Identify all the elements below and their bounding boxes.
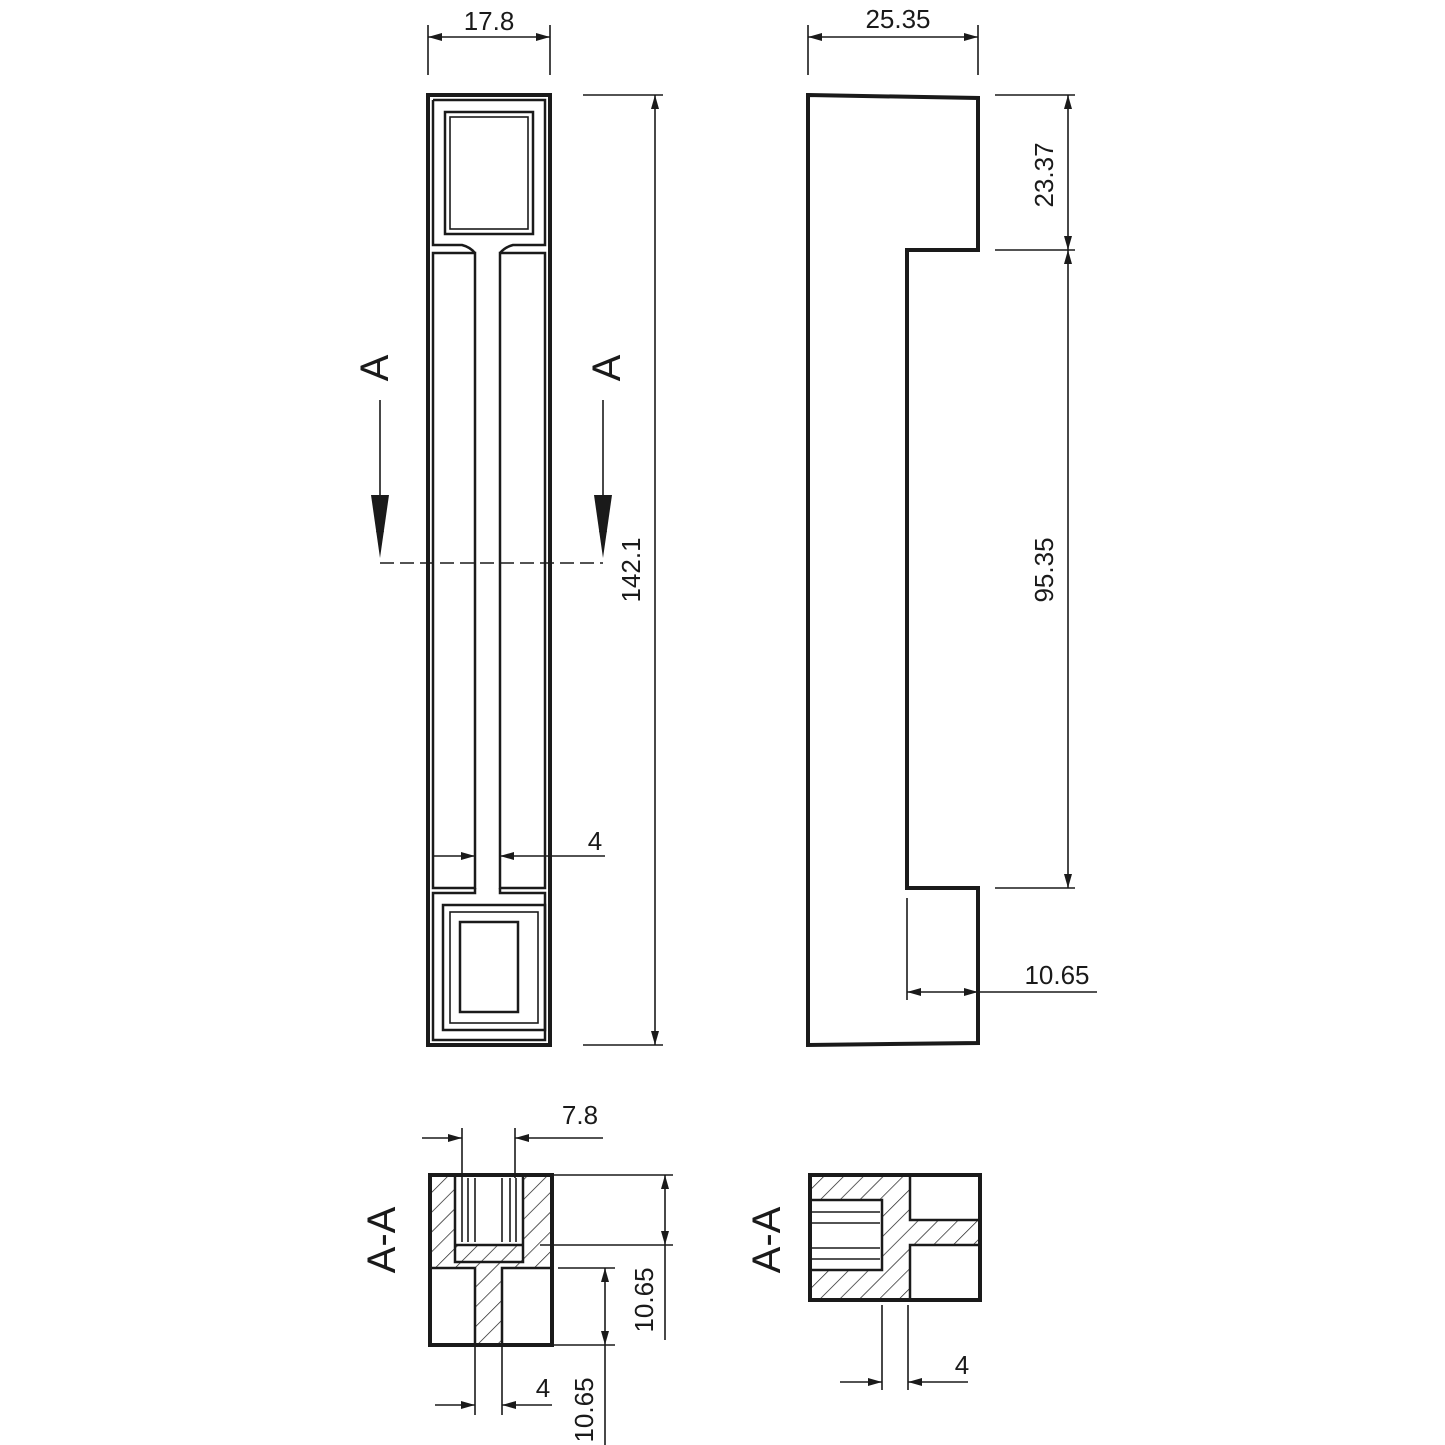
- section-label: A-A: [360, 1206, 404, 1273]
- section-a-a-front: A-A 7.8 10.65 10.65 4: [360, 1100, 673, 1445]
- section-a-a-side: A-A 4: [745, 1173, 982, 1390]
- section-mark-left: A: [353, 354, 397, 381]
- dim-top-offset: 23.37: [1029, 142, 1059, 207]
- dim-section-web: 4: [536, 1373, 550, 1403]
- dim-length: 142.1: [616, 537, 646, 602]
- dim-slot-depth: 10.65: [1024, 960, 1089, 990]
- section-label-2: A-A: [745, 1206, 789, 1273]
- dim-bore: 7.8: [562, 1100, 598, 1130]
- dim-slot-length: 95.35: [1029, 537, 1059, 602]
- section-mark-right: A: [585, 354, 629, 381]
- dim-web: 4: [588, 826, 602, 856]
- side-view: 25.35 23.37 95.35 10.65: [806, 4, 1097, 1048]
- dim-width: 17.8: [464, 6, 515, 36]
- dim-section2-web: 4: [955, 1350, 969, 1380]
- dim-height-lower: 10.65: [569, 1377, 599, 1442]
- front-view: A A 17.8 142.1 4: [353, 6, 663, 1047]
- dim-height-upper: 10.65: [629, 1267, 659, 1332]
- dim-side-width: 25.35: [865, 4, 930, 34]
